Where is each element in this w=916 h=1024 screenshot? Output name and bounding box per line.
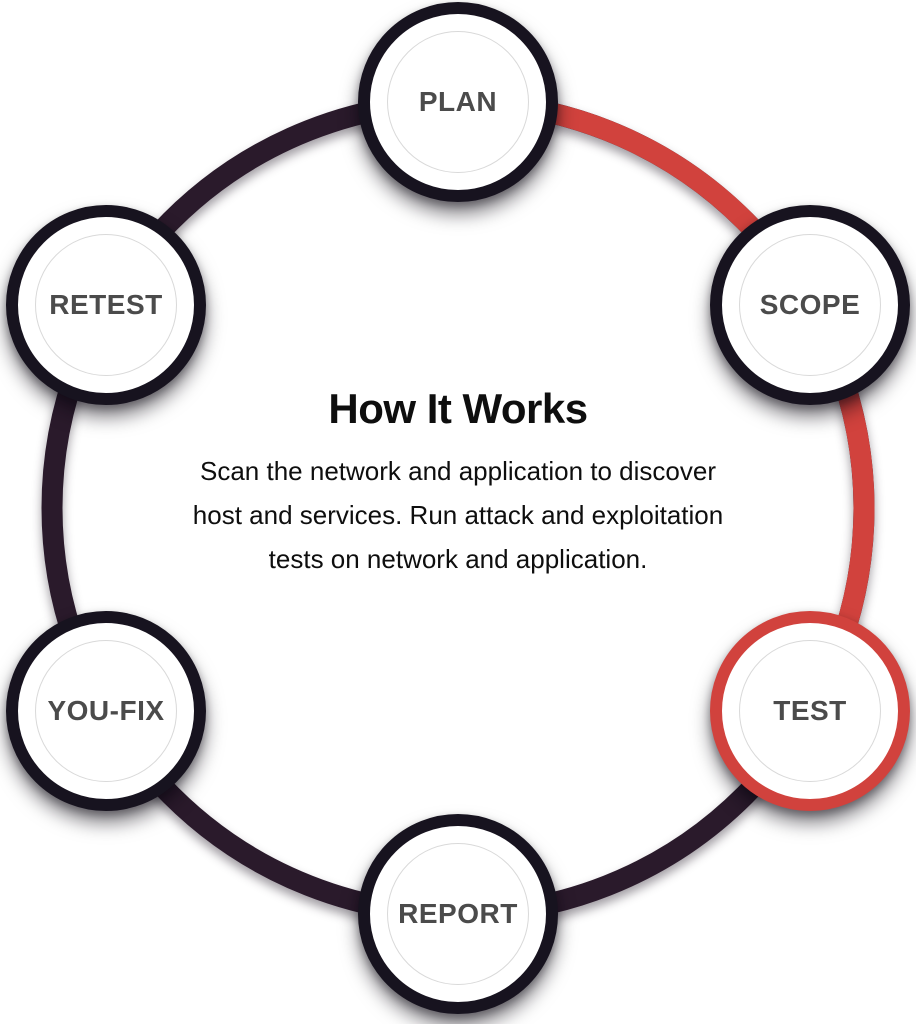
center-title: How It Works — [328, 385, 588, 432]
node-inner-ring: PLAN — [387, 31, 529, 173]
step-label-plan: PLAN — [418, 86, 498, 117]
node-inner-ring: REPORT — [387, 843, 529, 985]
step-label-scope: SCOPE — [759, 289, 861, 320]
node-inner-ring: SCOPE — [739, 234, 881, 376]
center-text-block: How It Works Scan the network and applic… — [168, 385, 748, 581]
step-node-plan[interactable]: PLAN — [358, 2, 558, 202]
step-node-test[interactable]: TEST — [710, 611, 910, 811]
step-node-retest[interactable]: RETEST — [6, 205, 206, 405]
center-description: Scan the network and application to disc… — [192, 456, 724, 574]
step-label-retest: RETEST — [49, 289, 163, 320]
step-node-scope[interactable]: SCOPE — [710, 205, 910, 405]
node-inner-ring: TEST — [739, 640, 881, 782]
step-label-report: REPORT — [398, 898, 518, 929]
step-node-report[interactable]: REPORT — [358, 814, 558, 1014]
step-label-you-fix: YOU-FIX — [47, 695, 165, 726]
node-inner-ring: RETEST — [35, 234, 177, 376]
node-inner-ring: YOU-FIX — [35, 640, 177, 782]
step-node-you-fix[interactable]: YOU-FIX — [6, 611, 206, 811]
step-label-test: TEST — [773, 695, 847, 726]
